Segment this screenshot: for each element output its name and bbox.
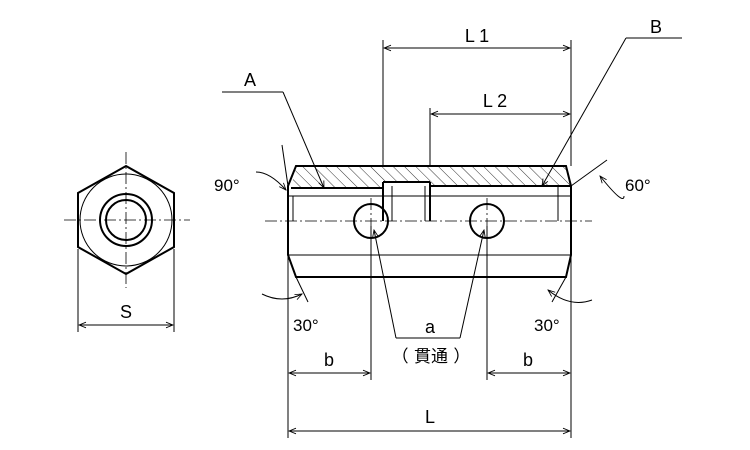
section-hatch-A [291,166,383,188]
b-right-label: b [523,350,533,370]
B-label: B [650,17,662,37]
angle-30-left-label: 30° [293,316,319,335]
dim-L1: L 1 [382,26,572,166]
L-label: L [425,407,435,427]
angle-30-right-label: 30° [534,316,560,335]
through-label: （ 貫通 ） [392,347,471,367]
s-label: S [120,302,132,322]
angle-60: 60° [570,159,651,199]
dim-b-right: b [488,350,570,373]
dim-b-left: b [289,350,370,373]
angle-30-right: 30° [534,255,593,438]
b-left-label: b [324,350,334,370]
L1-label: L 1 [465,26,489,46]
L2-label: L 2 [483,91,507,111]
section-hatch-mid [383,166,430,182]
angle-90: 90° [214,144,289,195]
hex-end-view: S [64,152,190,332]
angle-90-label: 90° [214,176,240,195]
a-label: a [425,317,436,337]
leader-a: a （ 貫通 ） [370,226,488,380]
angle-30-left: 30° [261,255,319,438]
leader-B: B [542,17,682,186]
leader-A: A [222,70,325,188]
A-label: A [244,70,256,90]
angle-60-label: 60° [625,176,651,195]
section-hatch-B [430,166,571,186]
dim-L: L [289,407,570,431]
hex-side-view [265,165,592,278]
dim-L2: L 2 [429,91,570,166]
